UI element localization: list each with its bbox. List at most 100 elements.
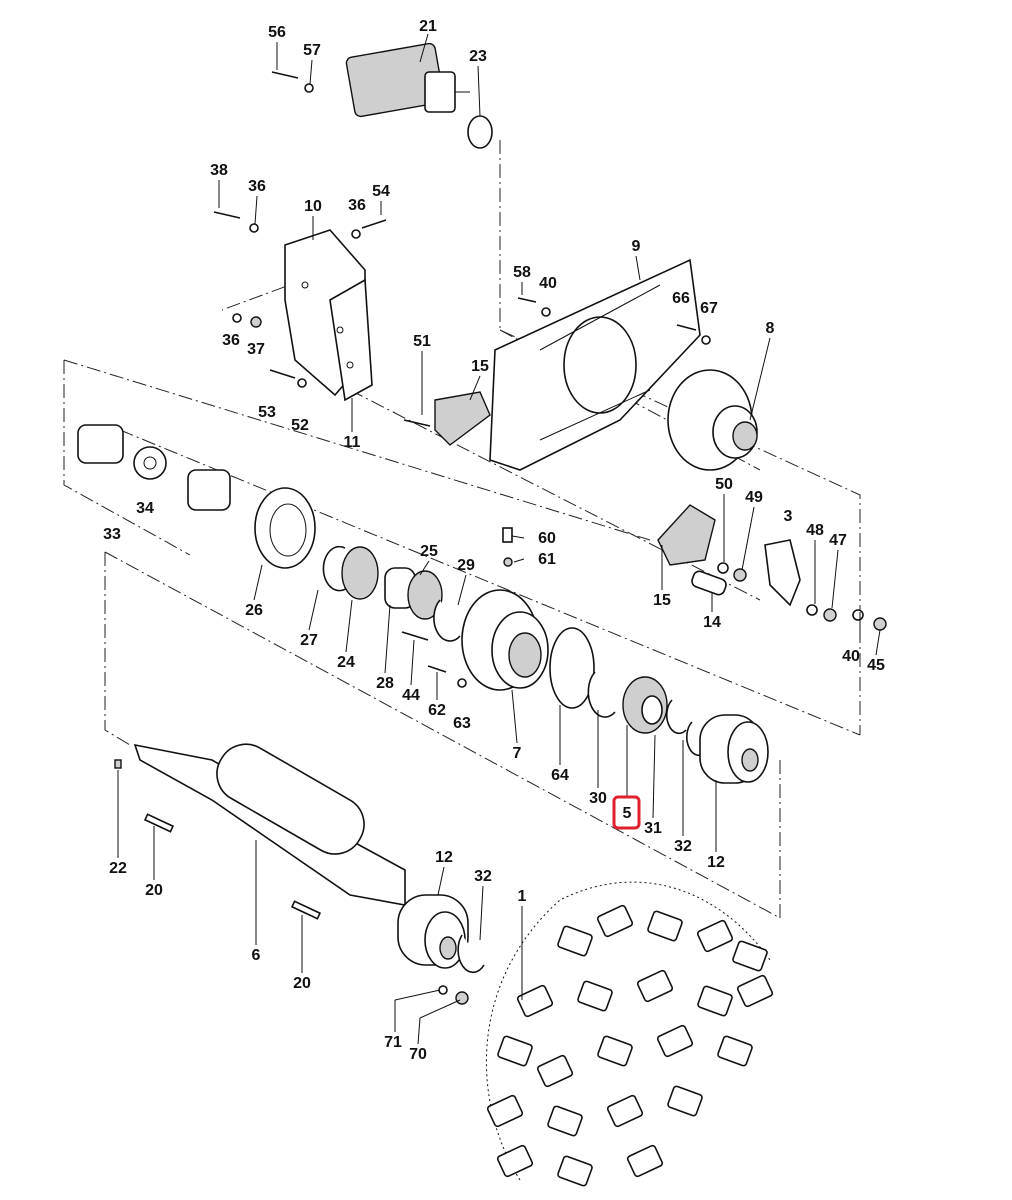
tread-block [496, 1144, 534, 1178]
callout-36: 36 [222, 332, 240, 349]
leader-lines [117, 33, 881, 1045]
callout-15: 15 [653, 592, 671, 609]
assembly-axis-lines [63, 140, 861, 919]
tread-block [486, 1094, 524, 1128]
tire-1 [485, 881, 774, 1187]
callout-3: 3 [784, 508, 793, 525]
rear-mount-group [657, 504, 887, 631]
highlight-box [612, 795, 641, 830]
callout-9: 9 [632, 238, 641, 255]
tread-block [696, 919, 734, 953]
bearing-group [254, 487, 461, 642]
bearing-5-group [549, 627, 769, 784]
callout-60: 60 [538, 530, 556, 547]
callout-21: 21 [419, 18, 437, 35]
tread-block [577, 980, 613, 1012]
callout-49: 49 [745, 489, 763, 506]
callout-45: 45 [867, 657, 885, 674]
callout-20: 20 [145, 882, 163, 899]
callout-53: 53 [258, 404, 276, 421]
mounting-plate [489, 258, 711, 471]
callout-37: 37 [247, 341, 265, 358]
bolt-56 [271, 71, 299, 79]
callout-36: 36 [248, 178, 266, 195]
callout-30: 30 [589, 790, 607, 807]
callout-12: 12 [707, 854, 725, 871]
callout-32: 32 [474, 868, 492, 885]
callout-15: 15 [471, 358, 489, 375]
tread-block [667, 1085, 703, 1117]
callout-44: 44 [402, 687, 420, 704]
callout-64: 64 [551, 767, 569, 784]
callout-23: 23 [469, 48, 487, 65]
tread-block [717, 1035, 753, 1067]
callout-40: 40 [539, 275, 557, 292]
callout-26: 26 [245, 602, 263, 619]
callout-5: 5 [623, 805, 632, 822]
callout-38: 38 [210, 162, 228, 179]
bolt-38 [213, 211, 241, 219]
callout-58: 58 [513, 264, 531, 281]
tread-block [656, 1024, 694, 1058]
callout-29: 29 [457, 557, 475, 574]
tread-block [536, 1054, 574, 1088]
callout-34: 34 [136, 500, 154, 517]
tread-block [636, 969, 674, 1003]
callout-20: 20 [293, 975, 311, 992]
callout-7: 7 [513, 745, 522, 762]
callout-32: 32 [674, 838, 692, 855]
tread-block [626, 1144, 664, 1178]
callout-11: 11 [344, 434, 361, 451]
rubber-mount-15 [403, 391, 491, 446]
callout-48: 48 [806, 522, 824, 539]
callout-28: 28 [376, 675, 394, 692]
callout-50: 50 [715, 476, 733, 493]
callout-36: 36 [348, 197, 366, 214]
callout-6: 6 [252, 947, 261, 964]
callout-40: 40 [842, 648, 860, 665]
coupling [77, 424, 231, 511]
callout-52: 52 [291, 417, 309, 434]
bearing-housing-7 [427, 527, 549, 691]
callout-1: 1 [518, 888, 527, 905]
callout-22: 22 [109, 860, 127, 877]
tread-block [516, 984, 554, 1018]
callout-51: 51 [413, 333, 431, 350]
callout-27: 27 [300, 632, 318, 649]
callout-33: 33 [103, 526, 121, 543]
tread-block [557, 1155, 593, 1187]
callout-57: 57 [303, 42, 321, 59]
hub-8 [667, 369, 758, 471]
callout-70: 70 [409, 1046, 427, 1063]
tread-block [497, 1035, 533, 1067]
callout-56: 56 [268, 24, 286, 41]
callout-47: 47 [829, 532, 847, 549]
callout-24: 24 [337, 654, 355, 671]
callout-66: 66 [672, 290, 690, 307]
washer-36b [351, 229, 361, 239]
roller-12-left [397, 894, 485, 1005]
tread-block [647, 910, 683, 942]
callout-54: 54 [372, 183, 390, 200]
tread-block [597, 1035, 633, 1067]
callout-61: 61 [538, 551, 556, 568]
callout-14: 14 [703, 614, 721, 631]
tread-block [547, 1105, 583, 1137]
bracket [232, 229, 373, 402]
washer-36 [249, 223, 259, 233]
callout-67: 67 [700, 300, 718, 317]
tread-block [606, 1094, 644, 1128]
callout-31: 31 [644, 820, 662, 837]
tread-block [596, 904, 634, 938]
callout-62: 62 [428, 702, 446, 719]
tread-block [732, 940, 768, 972]
callout-63: 63 [453, 715, 471, 732]
callout-8: 8 [766, 320, 775, 337]
bolt-54 [361, 219, 387, 229]
callout-10: 10 [304, 198, 322, 215]
callout-25: 25 [420, 543, 438, 560]
tread-block [736, 974, 774, 1008]
